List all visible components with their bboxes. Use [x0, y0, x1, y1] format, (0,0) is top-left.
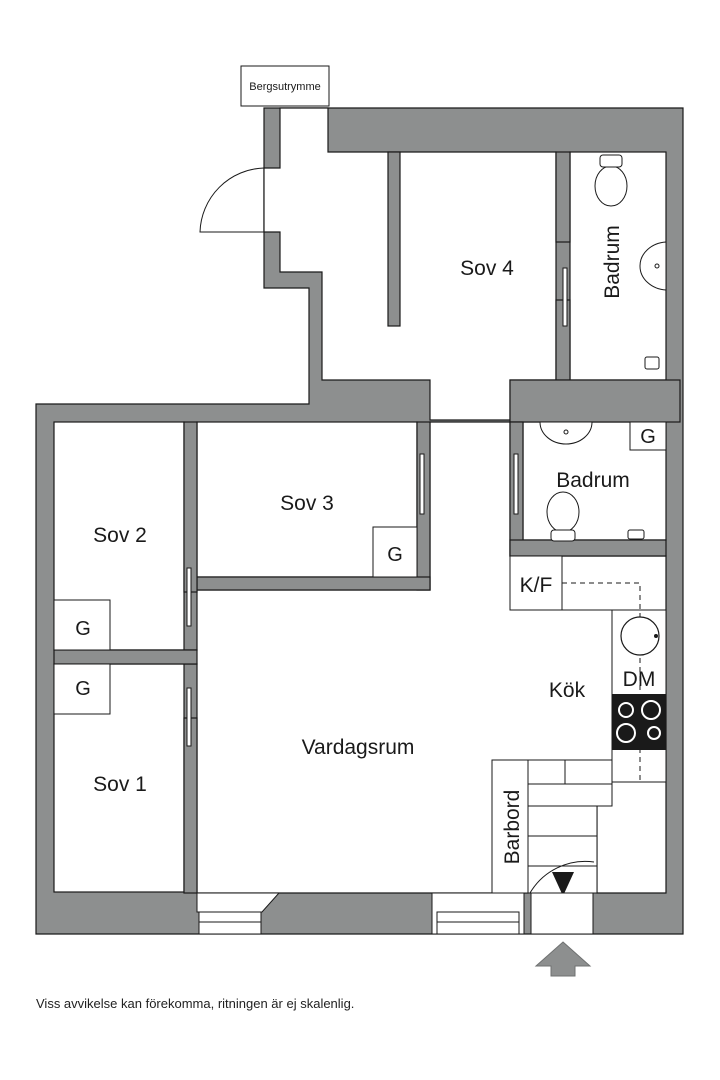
sink-drain	[563, 429, 569, 435]
sink-drain	[654, 263, 660, 269]
sink-icon	[639, 241, 667, 291]
wall-sov4-left	[387, 151, 401, 327]
wall-sov-divider	[53, 649, 198, 665]
closet-sov3	[372, 526, 418, 578]
shower-fixture-icon	[644, 356, 660, 370]
door-sov1	[186, 687, 192, 747]
stove	[612, 694, 666, 750]
closet-sov1	[53, 663, 111, 715]
closet-label: G	[640, 426, 656, 448]
wall-bath-bottom	[509, 379, 681, 423]
toilet-tank-icon	[599, 154, 623, 168]
label-barbord: Barbord	[501, 790, 524, 865]
wall-sov3-bottom	[196, 576, 431, 591]
window-left	[198, 911, 262, 935]
stove-burner-4	[647, 726, 661, 740]
closet-sov2	[53, 599, 111, 651]
stair-direction-arrow	[552, 872, 574, 896]
label-sov2: Sov 2	[93, 524, 147, 547]
dishwasher-icon-dot	[654, 634, 658, 638]
label-sov3: Sov 3	[280, 492, 334, 515]
stair-block	[527, 759, 613, 807]
bergsutrymme-box	[240, 65, 330, 107]
toilet-icon	[594, 165, 628, 207]
fridge-box	[509, 555, 563, 611]
window-right-frame	[436, 911, 520, 935]
bergsutrymme-label: Bergsutrymme	[249, 81, 321, 93]
closet-label: G	[75, 678, 91, 700]
closet-label: G	[387, 544, 403, 566]
stair-arc	[529, 860, 595, 894]
label-sov4: Sov 4	[460, 257, 514, 280]
toilet-tank-icon	[550, 529, 576, 542]
entrance-door-swing	[199, 167, 265, 233]
window-left-bay	[196, 892, 281, 913]
door-sov4-bath	[562, 267, 568, 327]
front-door-gap	[530, 892, 594, 935]
wall-mid-bath-bottom	[509, 539, 667, 557]
label-sov1: Sov 1	[93, 773, 147, 796]
dishwasher-icon	[620, 616, 660, 656]
label-vardagsrum: Vardagsrum	[302, 736, 415, 759]
label-dm: DM	[623, 668, 656, 691]
toilet-icon	[546, 491, 580, 533]
bar-counter	[491, 759, 529, 894]
label-badrum-top: Badrum	[601, 225, 624, 299]
closet-bath	[629, 421, 667, 451]
entrance-arrow-icon	[534, 941, 592, 977]
stove-burner-1	[618, 702, 634, 718]
label-kok: Kök	[549, 679, 586, 702]
door-sov2	[186, 567, 192, 627]
label-badrum-mid: Badrum	[556, 469, 630, 492]
door-mid-bath	[513, 453, 519, 515]
label-kf: K/F	[520, 574, 553, 597]
door-sov3	[419, 453, 425, 515]
wall-sov2-right	[183, 421, 198, 593]
disclaimer-text: Viss avvikelse kan förekomma, ritningen …	[36, 996, 355, 1011]
wall-bath-left-upper	[555, 151, 571, 243]
shower-fixture-icon	[627, 529, 645, 540]
stove-burner-3	[616, 723, 636, 743]
closet-label: G	[75, 618, 91, 640]
stove-burner-2	[641, 700, 661, 720]
